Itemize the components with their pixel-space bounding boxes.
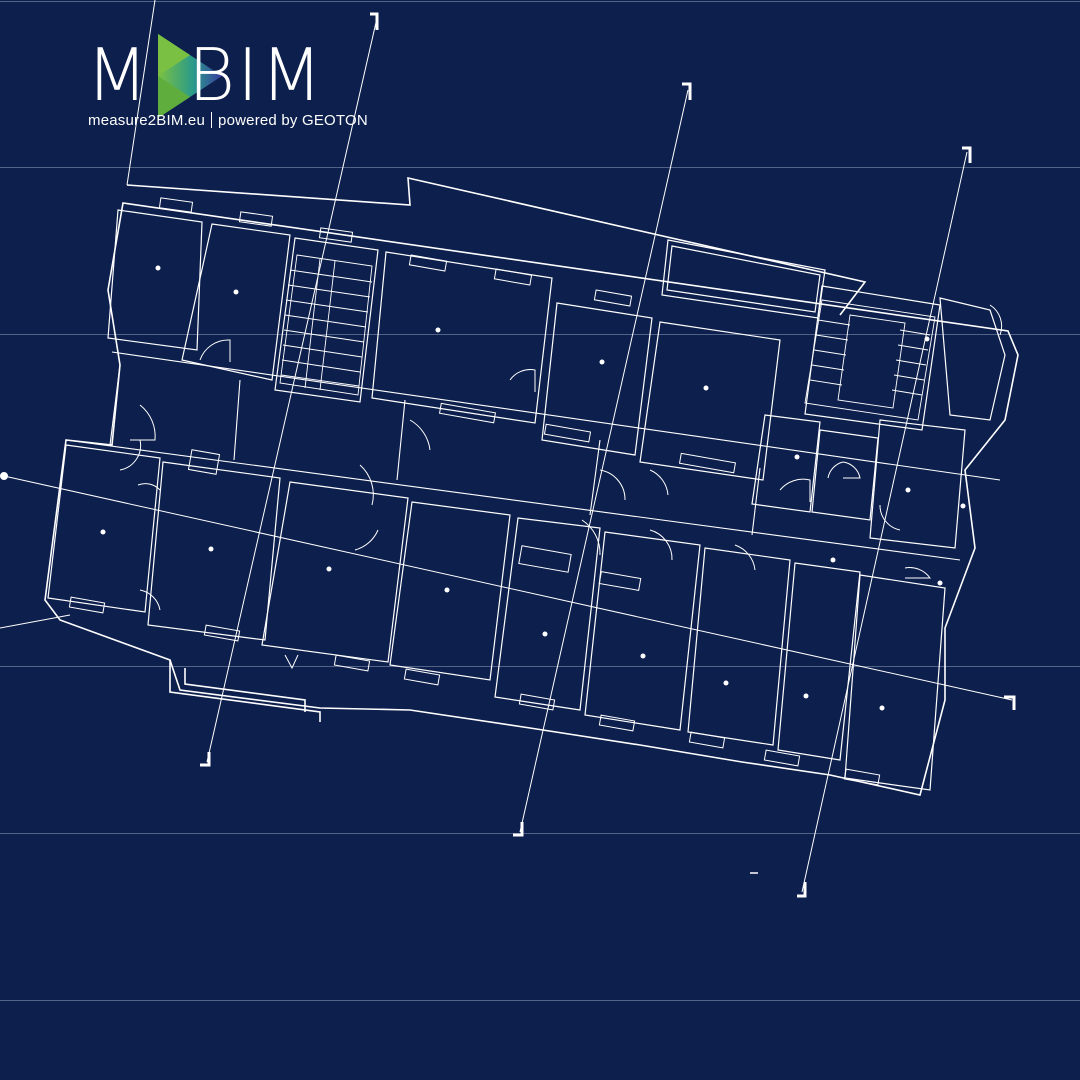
- section-axis-lines: [0, 0, 1012, 892]
- stair-right: [805, 300, 935, 420]
- logo-tagline: measure2BIM.eu powered by GEOTON: [88, 112, 368, 129]
- guide-line: [0, 167, 1080, 168]
- corridor-walls: [66, 352, 1000, 560]
- tagline-site: measure2BIM.eu: [88, 112, 206, 129]
- room-markers: [100, 265, 966, 711]
- front-room-walls: [48, 415, 965, 790]
- logo-letters-bim: BIM: [188, 33, 325, 117]
- guide-line: [0, 1000, 1080, 1001]
- guide-line: [0, 1, 1080, 2]
- window-openings: [69, 198, 879, 785]
- logo-letter-m: M: [86, 33, 151, 117]
- guide-line: [0, 666, 1080, 667]
- stair-left: [280, 255, 372, 395]
- guide-line: [0, 334, 1080, 335]
- play-triangle-icon: [158, 34, 222, 118]
- brand-logo: M BIM measure2BIM.eu powered by GEOTON: [86, 22, 386, 142]
- tagline-separator: [211, 112, 213, 128]
- door-swings: [120, 305, 1002, 668]
- guide-line: [0, 833, 1080, 834]
- axis-end-markers: [0, 14, 1015, 896]
- rear-room-walls: [108, 210, 1005, 480]
- tagline-powered: powered by GEOTON: [218, 112, 368, 129]
